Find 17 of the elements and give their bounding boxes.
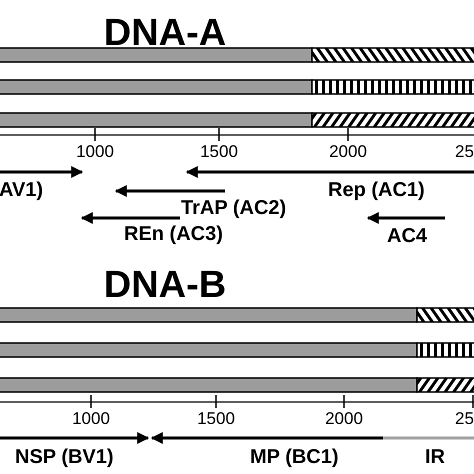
genome-title: DNA-B xyxy=(104,266,226,304)
gene-label: IR xyxy=(425,447,445,467)
gene-label: MP (BC1) xyxy=(250,447,339,467)
tick-label: 25 xyxy=(455,143,474,160)
tick-label: 1500 xyxy=(200,143,238,160)
gene-label: Rep (AC1) xyxy=(328,180,425,200)
tick-label: 1000 xyxy=(72,410,110,427)
tick-label: 2000 xyxy=(325,410,363,427)
gene-label: AC4 xyxy=(387,226,428,246)
gene-label: TrAP (AC2) xyxy=(181,198,286,218)
tick-label: 1000 xyxy=(76,143,114,160)
tick-label: 1500 xyxy=(197,410,235,427)
tick-label: 2000 xyxy=(329,143,367,160)
tick-label: 25 xyxy=(455,410,474,427)
gene-label: REn (AC3) xyxy=(124,224,223,244)
genome-title: DNA-A xyxy=(104,14,226,52)
gene-label: NSP (BV1) xyxy=(15,447,114,467)
